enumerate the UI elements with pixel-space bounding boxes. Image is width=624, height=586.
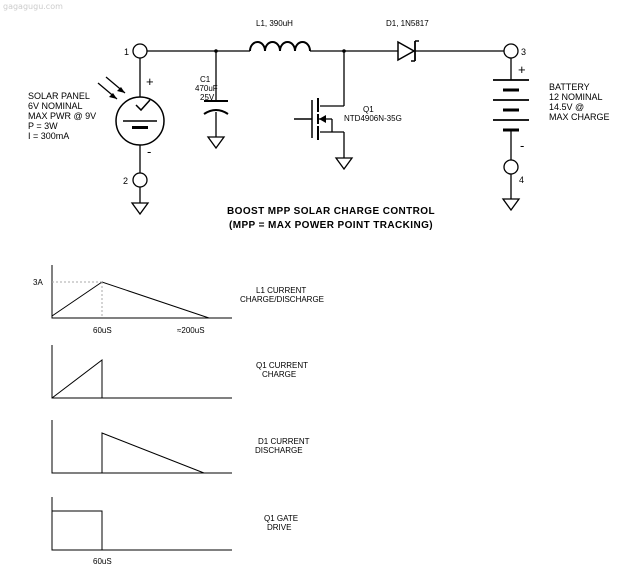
circuit-wiring [139, 50, 512, 203]
time-200us-label: ≈200uS [177, 326, 205, 335]
watermark-text: gagagugu.com [3, 2, 63, 11]
waveform-panel-d1-current: D1 CURRENT DISCHARGE [51, 420, 310, 474]
junction-dot-drain [342, 49, 346, 53]
solar-panel-symbol [97, 76, 165, 146]
svg-text:C1: C1 [200, 75, 211, 84]
mosfet-label: Q1 NTD4906N-35G [344, 105, 402, 123]
waveform-panel-q1-gate: 60uS Q1 GATE DRIVE [51, 497, 298, 566]
svg-text:4: 4 [519, 175, 524, 185]
svg-text:BATTERY: BATTERY [549, 82, 590, 92]
solar-minus-sign: - [147, 144, 151, 159]
circuit-title-line2: (MPP = MAX POWER POINT TRACKING) [229, 220, 433, 231]
svg-text:2: 2 [123, 176, 128, 186]
waveform-axes [51, 265, 232, 319]
battery-label: BATTERY 12 NOMINAL 14.5V @ MAX CHARGE [549, 82, 610, 122]
node-terminal-1: 1 [124, 43, 148, 59]
ground-icon [130, 202, 150, 216]
diode-symbol [397, 40, 419, 62]
svg-text:12 NOMINAL: 12 NOMINAL [549, 92, 603, 102]
svg-text:NTD4906N-35G: NTD4906N-35G [344, 114, 402, 123]
svg-text:470uF: 470uF [195, 84, 218, 93]
inductor-symbol [249, 41, 311, 52]
ground-icon [501, 198, 521, 212]
svg-text:MAX CHARGE: MAX CHARGE [549, 112, 610, 122]
inductor-label: L1, 390uH [256, 19, 293, 28]
waveform-label-line2: DRIVE [267, 523, 291, 532]
waveform-label-line1: Q1 GATE [264, 514, 298, 523]
svg-text:6V NOMINAL: 6V NOMINAL [28, 101, 83, 111]
light-arrows-icon [97, 76, 126, 100]
waveform-label-line2: CHARGE [262, 370, 296, 379]
waveform-panel-l1-current: 3A 60uS ≈200uS L1 CURRENT CHARGE/DISCHAR… [33, 265, 324, 335]
ground-icon [334, 157, 354, 171]
circuit-title-line1: BOOST MPP SOLAR CHARGE CONTROL [227, 206, 435, 217]
battery-symbol [493, 79, 529, 132]
waveform-axes [51, 420, 232, 474]
svg-text:SOLAR PANEL: SOLAR PANEL [28, 91, 90, 101]
waveform-label-line1: Q1 CURRENT [256, 361, 308, 370]
time-60us-label: 60uS [93, 326, 112, 335]
node-terminal-2: 2 [123, 172, 148, 188]
gate-time-label: 60uS [93, 557, 112, 566]
waveform-label-line1: L1 CURRENT [256, 286, 306, 295]
node-terminal-3: 3 [503, 43, 526, 59]
capacitor-label: C1 470uF 25V [195, 75, 218, 102]
capacitor-symbol [203, 100, 229, 115]
peak-current-label: 3A [33, 278, 43, 287]
q1-current-trace [51, 358, 103, 399]
svg-text:Q1: Q1 [363, 105, 374, 114]
waveform-label-line1: D1 CURRENT [258, 437, 310, 446]
diode-label: D1, 1N5817 [386, 19, 429, 28]
svg-text:MAX PWR @ 9V: MAX PWR @ 9V [28, 111, 96, 121]
battery-plus-sign: + [518, 62, 526, 77]
d1-current-trace [101, 432, 205, 474]
junction-dot-cap [214, 49, 218, 53]
waveform-label-line2: CHARGE/DISCHARGE [240, 295, 324, 304]
battery-minus-sign: - [520, 138, 524, 153]
waveform-axes [51, 345, 232, 399]
ground-icon [206, 136, 226, 150]
mosfet-symbol [294, 98, 333, 140]
svg-text:14.5V @: 14.5V @ [549, 102, 584, 112]
waveform-axes [51, 497, 232, 551]
node-terminal-4: 4 [503, 159, 524, 185]
l1-current-trace [51, 281, 210, 319]
solar-panel-label: SOLAR PANEL 6V NOMINAL MAX PWR @ 9V P = … [28, 91, 96, 141]
waveform-panel-q1-current: Q1 CURRENT CHARGE [51, 345, 308, 399]
svg-text:25V: 25V [200, 93, 215, 102]
waveform-label-line2: DISCHARGE [255, 446, 303, 455]
svg-text:1: 1 [124, 47, 129, 57]
solar-plus-sign: + [146, 74, 154, 89]
svg-text:P = 3W: P = 3W [28, 121, 58, 131]
q1-gate-trace [52, 510, 103, 550]
svg-text:3: 3 [521, 47, 526, 57]
svg-text:I = 300mA: I = 300mA [28, 131, 69, 141]
